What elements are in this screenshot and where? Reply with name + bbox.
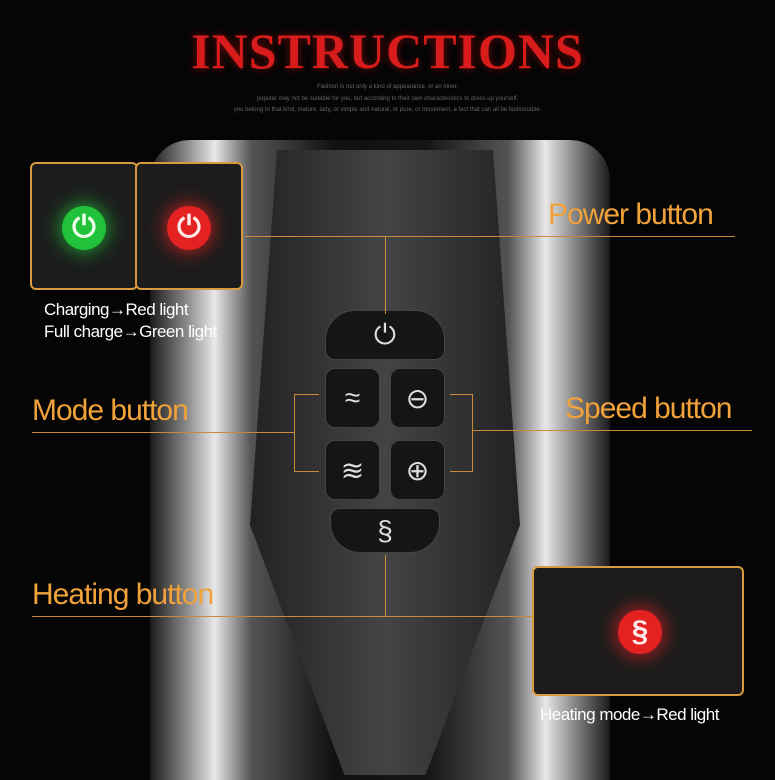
heating-light-inset: §: [532, 566, 744, 696]
mode-button-1[interactable]: ≈: [325, 368, 380, 428]
wave-icon: ≋: [340, 454, 365, 486]
leader-line: [294, 471, 319, 472]
leader-line: [385, 236, 386, 314]
mode-button-2[interactable]: ≋: [325, 440, 380, 500]
wave-icon: ≈: [344, 382, 361, 413]
power-button[interactable]: ⏻: [325, 310, 445, 360]
page-title: INSTRUCTIONS: [191, 23, 584, 79]
speed-minus-button[interactable]: ⊖: [390, 368, 445, 428]
power-button-label: Power button: [548, 198, 714, 231]
mode-button-label: Mode button: [32, 394, 189, 427]
heating-button-label: Heating button: [32, 578, 214, 611]
minus-icon: ⊖: [405, 382, 430, 414]
subtitle-line: Fashion is not only a kind of appearance…: [316, 84, 459, 90]
red-light-inset: ⏻: [135, 162, 243, 290]
heating-mode-note: Heating mode→Red light: [540, 705, 719, 724]
charging-note: Charging→Red light: [44, 300, 189, 319]
leader-line: [385, 555, 386, 616]
heat-icon: §: [618, 610, 662, 654]
leader-line: [450, 471, 472, 472]
subtitle-line: you belong to that kind, mature, lady, o…: [233, 107, 542, 113]
heat-icon: §: [377, 514, 393, 546]
leader-line: [32, 616, 532, 617]
leader-line: [294, 394, 319, 395]
subtitle-line: popular may not be suitable for you, but…: [256, 96, 519, 102]
power-icon: ⏻: [373, 318, 397, 350]
speed-button-label: Speed button: [565, 392, 732, 425]
leader-line: [245, 236, 735, 237]
leader-line: [472, 430, 752, 431]
heating-button[interactable]: §: [330, 508, 440, 553]
speed-plus-button[interactable]: ⊕: [390, 440, 445, 500]
leader-line: [294, 394, 295, 472]
power-icon: ⏻: [62, 206, 106, 250]
leader-line: [32, 432, 294, 433]
full-charge-note: Full charge→Green light: [44, 322, 217, 341]
power-icon: ⏻: [167, 206, 211, 250]
plus-icon: ⊕: [405, 454, 430, 486]
leader-line: [450, 394, 472, 395]
green-light-inset: ⏻: [30, 162, 138, 290]
leader-line: [472, 394, 473, 472]
